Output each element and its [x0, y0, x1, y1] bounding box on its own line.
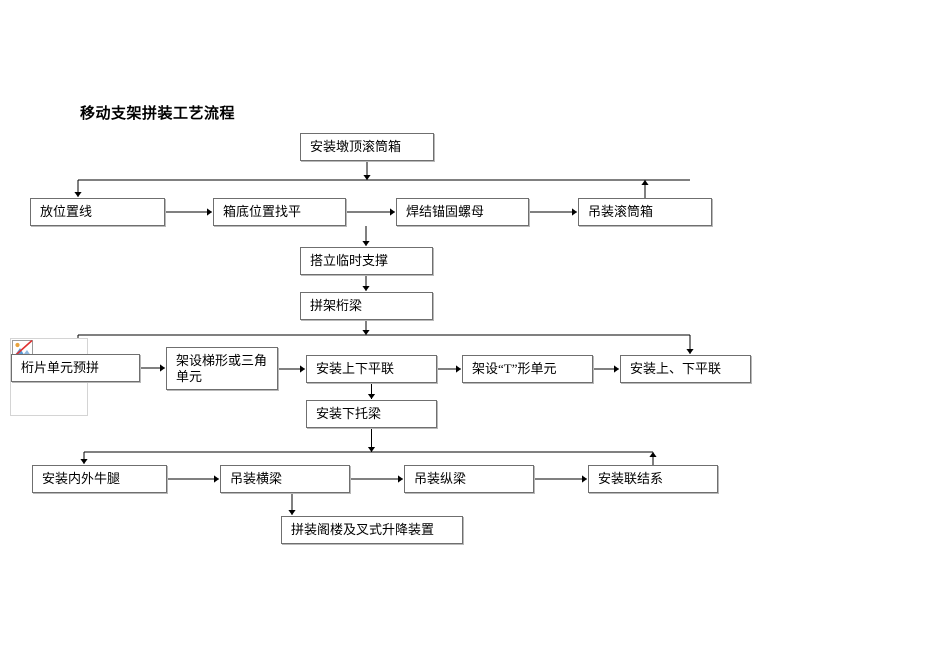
flow-node-n4: 焊结锚固螺母 [396, 198, 529, 226]
flow-node-n8: 桁片单元预拼 [11, 354, 140, 382]
flow-node-n7: 拼架桁梁 [300, 292, 433, 320]
flow-node-label: 安装内外牛腿 [42, 471, 121, 487]
flow-node-label: 安装墩顶滚筒箱 [310, 139, 402, 155]
flow-node-n15: 吊装横梁 [220, 465, 350, 493]
flow-node-n9: 架设梯形或三角单元 [166, 347, 278, 390]
flow-node-n5: 吊装滚筒箱 [578, 198, 712, 226]
page-title: 移动支架拼装工艺流程 [80, 105, 236, 122]
flow-node-label: 拼装阁楼及叉式升降装置 [291, 522, 435, 538]
flow-node-n1: 安装墩顶滚筒箱 [300, 133, 434, 161]
flow-node-label: 架设“T”形单元 [472, 361, 557, 377]
flow-node-label: 架设梯形或三角单元 [176, 352, 268, 384]
flow-node-label: 搭立临时支撑 [310, 253, 389, 269]
flow-node-n17: 安装联结系 [588, 465, 718, 493]
flow-node-label: 安装联结系 [598, 471, 664, 487]
flow-node-n12: 安装上、下平联 [620, 355, 751, 383]
flow-node-label: 放位置线 [40, 204, 93, 220]
flow-node-label: 安装上、下平联 [630, 361, 722, 377]
flow-node-label: 焊结锚固螺母 [406, 204, 485, 220]
flow-node-n10: 安装上下平联 [306, 355, 437, 383]
flow-node-label: 吊装横梁 [230, 471, 283, 487]
flow-node-n14: 安装内外牛腿 [32, 465, 167, 493]
flow-node-label: 桁片单元预拼 [21, 360, 100, 376]
flow-node-n16: 吊装纵梁 [404, 465, 534, 493]
flow-node-n18: 拼装阁楼及叉式升降装置 [281, 516, 463, 544]
flow-node-label: 安装下托梁 [316, 406, 382, 422]
flow-node-n3: 箱底位置找平 [213, 198, 346, 226]
flow-node-label: 拼架桁梁 [310, 298, 363, 314]
flow-node-label: 吊装纵梁 [414, 471, 467, 487]
flow-node-n2: 放位置线 [30, 198, 165, 226]
flow-node-label: 安装上下平联 [316, 361, 395, 377]
flow-node-label: 箱底位置找平 [223, 204, 302, 220]
flow-node-label: 吊装滚筒箱 [588, 204, 654, 220]
flow-node-n11: 架设“T”形单元 [462, 355, 593, 383]
flow-node-n13: 安装下托梁 [306, 400, 437, 428]
flow-node-n6: 搭立临时支撑 [300, 247, 433, 275]
